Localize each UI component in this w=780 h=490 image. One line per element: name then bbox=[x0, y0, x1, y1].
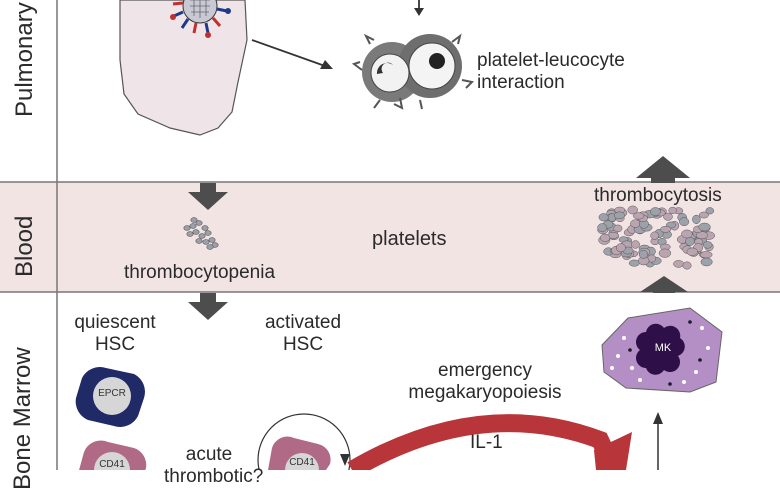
platelet bbox=[660, 225, 672, 233]
activated-line2: HSC bbox=[282, 334, 324, 355]
acute-line1: acute bbox=[185, 444, 233, 465]
quiescent-hsc-label: quiescent HSC bbox=[62, 312, 168, 356]
platelet bbox=[673, 260, 685, 268]
platelet bbox=[700, 251, 713, 259]
interaction-label: platelet-leucocyte interaction bbox=[477, 50, 625, 94]
interaction-label-line2: interaction bbox=[477, 72, 565, 93]
platelet bbox=[681, 229, 693, 239]
quiescent-line2: HSC bbox=[94, 334, 136, 355]
row-label-pulmonary: Pulmonary bbox=[11, 2, 38, 117]
cd41-cell-left bbox=[79, 440, 147, 470]
platelet bbox=[679, 217, 690, 227]
platelet bbox=[658, 248, 672, 258]
emergency-red-arrow bbox=[347, 414, 623, 470]
megakaryocyte bbox=[601, 307, 723, 393]
platelet bbox=[627, 205, 638, 215]
sparse-platelets bbox=[183, 217, 219, 250]
interaction-label-line1: platelet-leucocyte bbox=[477, 50, 625, 71]
emergency-label: emergency megakaryopoiesis bbox=[380, 360, 590, 404]
platelet bbox=[700, 257, 713, 267]
platelet bbox=[628, 259, 640, 267]
emergency-line1: emergency bbox=[438, 360, 532, 381]
platelet-leucocyte-cluster bbox=[351, 33, 475, 110]
platelet bbox=[650, 231, 659, 240]
activated-line1: activated bbox=[264, 312, 342, 333]
platelet bbox=[668, 206, 677, 214]
blood-to-marrow-arrow bbox=[188, 293, 228, 320]
platelet bbox=[630, 219, 641, 228]
platelet bbox=[698, 222, 711, 232]
platelet bbox=[682, 261, 692, 270]
platelet bbox=[695, 231, 708, 240]
platelet bbox=[698, 211, 709, 219]
pulmonary-to-blood-arrow bbox=[188, 183, 228, 210]
blood-to-pulmonary-arrow bbox=[636, 156, 690, 183]
acute-label: acute thrombotic? bbox=[164, 444, 264, 488]
platelet bbox=[599, 233, 611, 242]
cd41-label-left: CD41 bbox=[99, 459, 125, 470]
platelet bbox=[597, 223, 608, 233]
emergency-line2: megakaryopoiesis bbox=[408, 382, 562, 403]
virus-icon bbox=[170, 0, 231, 38]
platelet bbox=[702, 241, 713, 249]
platelet bbox=[685, 236, 695, 246]
platelet bbox=[613, 211, 625, 220]
platelet bbox=[598, 213, 609, 222]
thrombocytopenia-label: thrombocytopenia bbox=[124, 262, 276, 283]
marrow-to-blood-arrow bbox=[640, 276, 688, 293]
blood-band bbox=[0, 182, 780, 292]
platelet bbox=[650, 207, 661, 216]
platelet bbox=[705, 207, 715, 215]
lung-shape bbox=[119, 0, 248, 136]
dense-platelets bbox=[597, 205, 715, 270]
platelet bbox=[631, 240, 640, 249]
cd41-label-middle: CD41 bbox=[289, 457, 315, 468]
cd41-cell-middle bbox=[257, 413, 351, 470]
activated-hsc-label: activated HSC bbox=[248, 312, 358, 356]
acute-line2: thrombotic? bbox=[164, 466, 264, 487]
platelet bbox=[638, 249, 648, 259]
background-graphics bbox=[0, 0, 780, 470]
row-label-blood: Blood bbox=[11, 215, 38, 277]
lung-to-interaction-arrow bbox=[251, 39, 326, 67]
platelet bbox=[692, 214, 701, 224]
platelet bbox=[663, 212, 673, 221]
epcr-label: EPCR bbox=[98, 388, 126, 399]
quiescent-line1: quiescent bbox=[74, 312, 156, 333]
thrombocytosis-label: thrombocytosis bbox=[594, 185, 722, 206]
mk-label: MK bbox=[654, 342, 672, 354]
platelet bbox=[633, 212, 645, 220]
row-label-bone-marrow: Bone Marrow bbox=[9, 347, 36, 490]
platelet bbox=[616, 243, 626, 253]
platelets-label: platelets bbox=[372, 228, 447, 250]
platelet bbox=[686, 247, 698, 256]
il1-label: IL-1 bbox=[470, 432, 503, 453]
platelet bbox=[613, 224, 623, 233]
epcr-cell bbox=[75, 367, 145, 427]
